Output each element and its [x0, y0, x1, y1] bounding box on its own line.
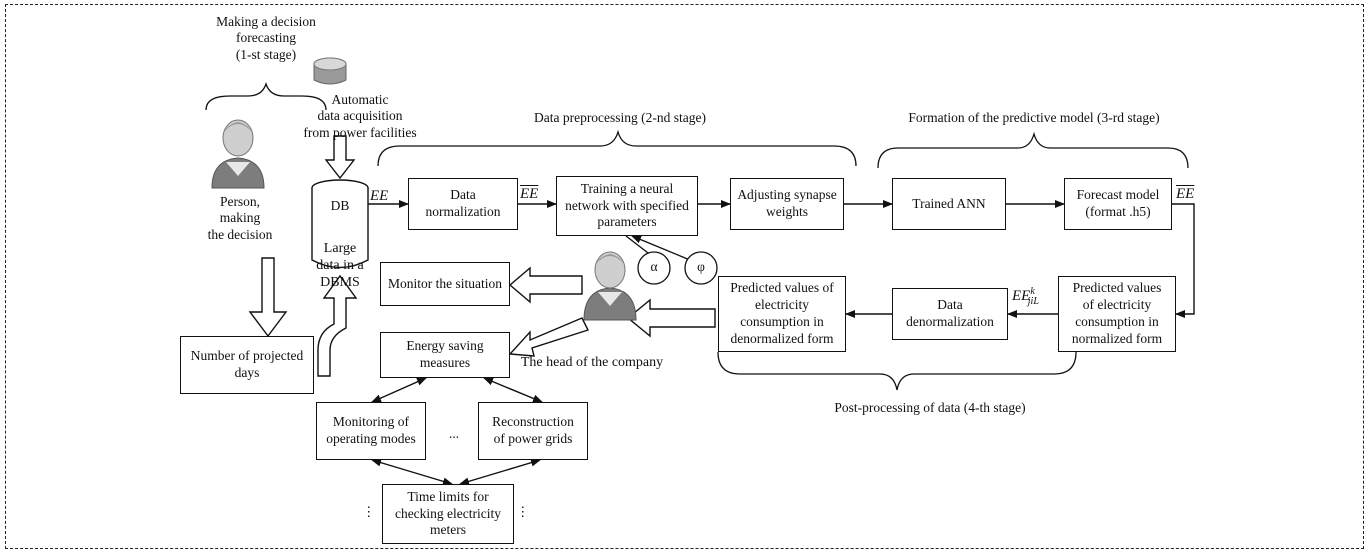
monitor-situation-box: Monitor the situation — [380, 262, 510, 306]
ee-label-forecast: EE — [1176, 186, 1195, 202]
brace-stage4 — [717, 351, 1077, 391]
forecast-model-box: Forecast model (format .h5) — [1064, 178, 1172, 230]
arrow-energy-monitoring — [371, 377, 427, 403]
head-of-company-icon — [583, 251, 637, 321]
ee-label-normalized: EE — [520, 186, 539, 202]
energy-saving-box: Energy saving measures — [380, 332, 510, 378]
projected-days-box: Number of projected days — [180, 336, 314, 394]
monitoring-modes-box: Monitoring of operating modes — [316, 402, 426, 460]
stage4-title: Post-processing of data (4-th stage) — [834, 400, 1026, 415]
hollow-arrow-post-head — [626, 298, 716, 338]
brace-stage1 — [205, 81, 327, 111]
dashed-frame — [5, 4, 1364, 549]
hollow-arrow-days-db — [317, 274, 358, 377]
ellipsis-right: ⋮ — [516, 504, 530, 519]
ellipsis-left: ⋮ — [362, 504, 376, 519]
hollow-arrow-person-days — [248, 257, 288, 338]
phi-label: φ — [697, 259, 705, 274]
reconstruction-box: Reconstruction of power grids — [478, 402, 588, 460]
arrow-reconstruction-timelimits — [459, 458, 541, 486]
ee-label-input: EE — [370, 188, 389, 204]
ee-predicted-base: EE — [1012, 288, 1031, 304]
alpha-label: α — [650, 259, 658, 274]
predicted-normalized-box: Predicted values of electricity consumpt… — [1058, 276, 1176, 352]
arrow-energy-reconstruction — [483, 377, 543, 403]
ellipsis-middle: ... — [448, 426, 460, 441]
alpha-circle — [637, 251, 671, 285]
stage2-title: Data preprocessing (2-nd stage) — [533, 110, 707, 125]
time-limits-box: Time limits for checking electricity met… — [382, 484, 514, 544]
arrow-forecast-prednorm — [1172, 203, 1195, 318]
stage1-title: Making a decision forecasting (1-st stag… — [216, 14, 316, 62]
ee-label-predicted: EEkjiL — [1012, 286, 1039, 307]
predicted-denormalized-box: Predicted values of electricity consumpt… — [718, 276, 846, 352]
brace-stage3 — [877, 131, 1189, 169]
adjusting-synapse-box: Adjusting synapse weights — [730, 178, 844, 230]
stage3-title: Formation of the predictive model (3-rd … — [908, 110, 1160, 125]
ee-predicted-sub: jiL — [1027, 296, 1039, 307]
training-box: Training a neural network with specified… — [556, 176, 698, 236]
acquisition-label: Automatic data acquisition from power fa… — [303, 92, 417, 140]
arrow-monitoring-timelimits — [371, 458, 453, 486]
phi-circle — [684, 251, 718, 285]
ee-predicted-sup: k — [1030, 286, 1035, 297]
person-label: Person, making the decision — [207, 194, 273, 242]
database-icon — [311, 179, 369, 269]
person-icon — [211, 119, 265, 189]
data-source-icon — [313, 57, 347, 85]
db-label: DB — [330, 198, 350, 213]
data-normalization-box: Data normalization — [408, 178, 518, 230]
brace-stage2 — [377, 129, 857, 167]
head-of-company-label: The head of the company — [520, 355, 664, 370]
db-caption: Large data in a DBMS — [316, 241, 364, 291]
hollow-arrow-head-energy — [508, 317, 589, 357]
trained-ann-box: Trained ANN — [892, 178, 1006, 230]
hollow-arrow-acquisition-db — [324, 135, 356, 180]
data-denormalization-box: Data denormalization — [892, 288, 1008, 340]
line-phi-training — [631, 235, 691, 261]
hollow-arrow-head-monitor — [508, 266, 583, 304]
